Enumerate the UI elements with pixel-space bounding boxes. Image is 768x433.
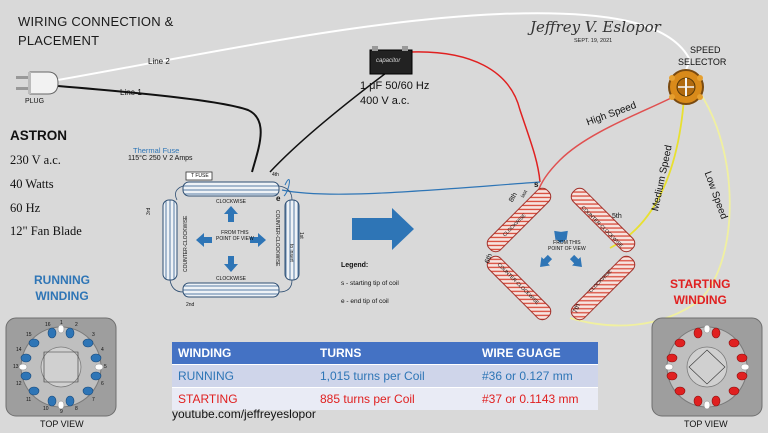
- table-header-winding: WINDING: [172, 342, 314, 365]
- winding-specs-table: WINDING TURNS WIRE GUAGE RUNNING 1,015 t…: [172, 342, 598, 410]
- table-cell-turns: 885 turns per Coil: [314, 387, 476, 410]
- thermal-fuse-tag: T FUSE: [191, 173, 209, 179]
- spec-frequency: 60 Hz: [10, 201, 41, 215]
- table-cell-winding: STARTING: [172, 387, 314, 410]
- stator-num-5: 5: [104, 364, 107, 370]
- running-center-label: FROM THIS POINT OF VIEW: [216, 230, 254, 242]
- running-left-label: COUNTER-CLOCKWISE: [183, 215, 189, 272]
- thermal-fuse-box: [185, 171, 213, 181]
- stator-num-8: 8: [75, 406, 78, 412]
- running-end-marker: e: [276, 194, 281, 203]
- table-header-wire-gauge: WIRE GUAGE: [476, 342, 598, 365]
- starting-5th-label: 5th: [612, 213, 622, 220]
- capacitor-body-label: capacitor: [376, 58, 401, 64]
- speed-selector-icon: [668, 69, 704, 105]
- running-winding-label: RUNNING WINDING: [34, 273, 90, 303]
- capacitor-black-wire: [269, 69, 391, 173]
- table-cell-winding: RUNNING: [172, 364, 314, 388]
- stator-num-6: 6: [101, 381, 104, 387]
- table-row: RUNNING 1,015 turns per Coil #36 or 0.12…: [172, 364, 598, 388]
- table-row: STARTING 885 turns per Coil #37 or 0.114…: [172, 387, 598, 410]
- capacitor-rating-2: 400 V a.c.: [360, 95, 410, 107]
- stator-num-3: 3: [92, 332, 95, 338]
- plug-label: PLUG: [25, 98, 45, 105]
- starting-coil-lower-right: [570, 255, 636, 321]
- legend-s: s - starting tip of coil: [341, 280, 399, 287]
- signature-date: SEPT. 19, 2021: [574, 38, 613, 44]
- starting-start-marker: s: [534, 180, 539, 189]
- diagram-title: WIRING CONNECTION & PLACEMENT: [18, 12, 173, 50]
- running-winding-coils: [162, 171, 300, 298]
- running-to-starting-wire: [281, 181, 541, 195]
- title-line-1: WIRING CONNECTION &: [18, 14, 174, 29]
- starting-coil-upper-left: [486, 187, 552, 253]
- stator-num-10: 10: [43, 406, 49, 412]
- table-cell-gauge: #37 or 0.1143 mm: [476, 387, 598, 410]
- signature: Jeffrey V. Eslopor: [530, 18, 661, 36]
- stator-top-view-right: [651, 317, 763, 417]
- starting-coil-upper-right: [570, 187, 636, 253]
- running-bottom-label: CLOCKWISE: [216, 276, 247, 282]
- top-view-right-label: TOP VIEW: [684, 419, 728, 429]
- legend-title: Legend:: [341, 262, 369, 269]
- running-coil-left: [162, 199, 178, 281]
- stator-top-view-left: [5, 317, 117, 417]
- high-speed-wire: [537, 91, 684, 193]
- capacitor-rating-1: 1 μF 50/60 Hz: [360, 80, 430, 92]
- running-3rd-label: 3rd: [146, 207, 152, 215]
- table-cell-gauge: #36 or 0.127 mm: [476, 364, 598, 388]
- capacitor-icon: [369, 46, 413, 75]
- running-1st-label: 1st: [298, 232, 304, 239]
- spec-voltage: 230 V a.c.: [10, 153, 61, 167]
- running-right-label: COUNTER-CLOCKWISE: [274, 210, 280, 267]
- stator-num-9: 9: [60, 409, 63, 415]
- stator-num-11: 11: [26, 397, 32, 403]
- legend-e: e - end tip of coil: [341, 298, 389, 305]
- stator-num-15: 15: [26, 332, 32, 338]
- line1-label: Line 1: [120, 88, 142, 97]
- running-top-label: CLOCKWISE: [216, 199, 247, 205]
- starting-center-label: FROM THIS POINT OF VIEW: [548, 240, 586, 252]
- line1-wire: [57, 85, 262, 173]
- running-to-insert-label: to insert: [288, 244, 294, 262]
- starting-winding-coils: [486, 187, 636, 321]
- speed-selector-label: SPEED SELECTOR: [678, 45, 727, 67]
- stator-num-4: 4: [101, 347, 104, 353]
- starting-winding-label: STARTING WINDING: [670, 277, 731, 307]
- running-coil-bottom: [182, 282, 280, 298]
- spec-fan-blade: 12" Fan Blade: [10, 224, 82, 238]
- transition-arrow: [352, 208, 414, 250]
- stator-num-14: 14: [16, 347, 22, 353]
- capacitor-red-wire: [409, 51, 541, 183]
- stator-num-13: 13: [13, 364, 19, 370]
- title-line-2: PLACEMENT: [18, 33, 100, 48]
- table-cell-turns: 1,015 turns per Coil: [314, 364, 476, 388]
- table-header-row: WINDING TURNS WIRE GUAGE: [172, 342, 598, 365]
- spec-power: 40 Watts: [10, 177, 54, 191]
- table-header-turns: TURNS: [314, 342, 476, 365]
- youtube-link[interactable]: youtube.com/jeffreyeslopor: [172, 407, 316, 421]
- stator-num-2: 2: [75, 322, 78, 328]
- low-speed-wire: [569, 89, 731, 327]
- running-2nd-label: 2nd: [186, 302, 195, 308]
- stator-num-16: 16: [45, 322, 51, 328]
- top-view-left-label: TOP VIEW: [40, 419, 84, 429]
- stator-num-1: 1: [60, 320, 63, 326]
- stator-num-12: 12: [16, 381, 22, 387]
- running-coil-top: [182, 181, 280, 197]
- line2-label: Line 2: [148, 57, 170, 66]
- thermal-fuse-title: Thermal Fuse: [133, 146, 180, 155]
- running-coil-right: [284, 199, 300, 281]
- running-4th-label: 4th: [272, 172, 279, 178]
- line2-wire: [57, 12, 691, 81]
- thermal-fuse-rating: 115°C 250 V 2 Amps: [128, 155, 193, 162]
- spec-brand: ASTRON: [10, 128, 67, 143]
- starting-coil-lower-left: [486, 255, 552, 321]
- stator-num-7: 7: [92, 397, 95, 403]
- plug-icon: [16, 71, 59, 95]
